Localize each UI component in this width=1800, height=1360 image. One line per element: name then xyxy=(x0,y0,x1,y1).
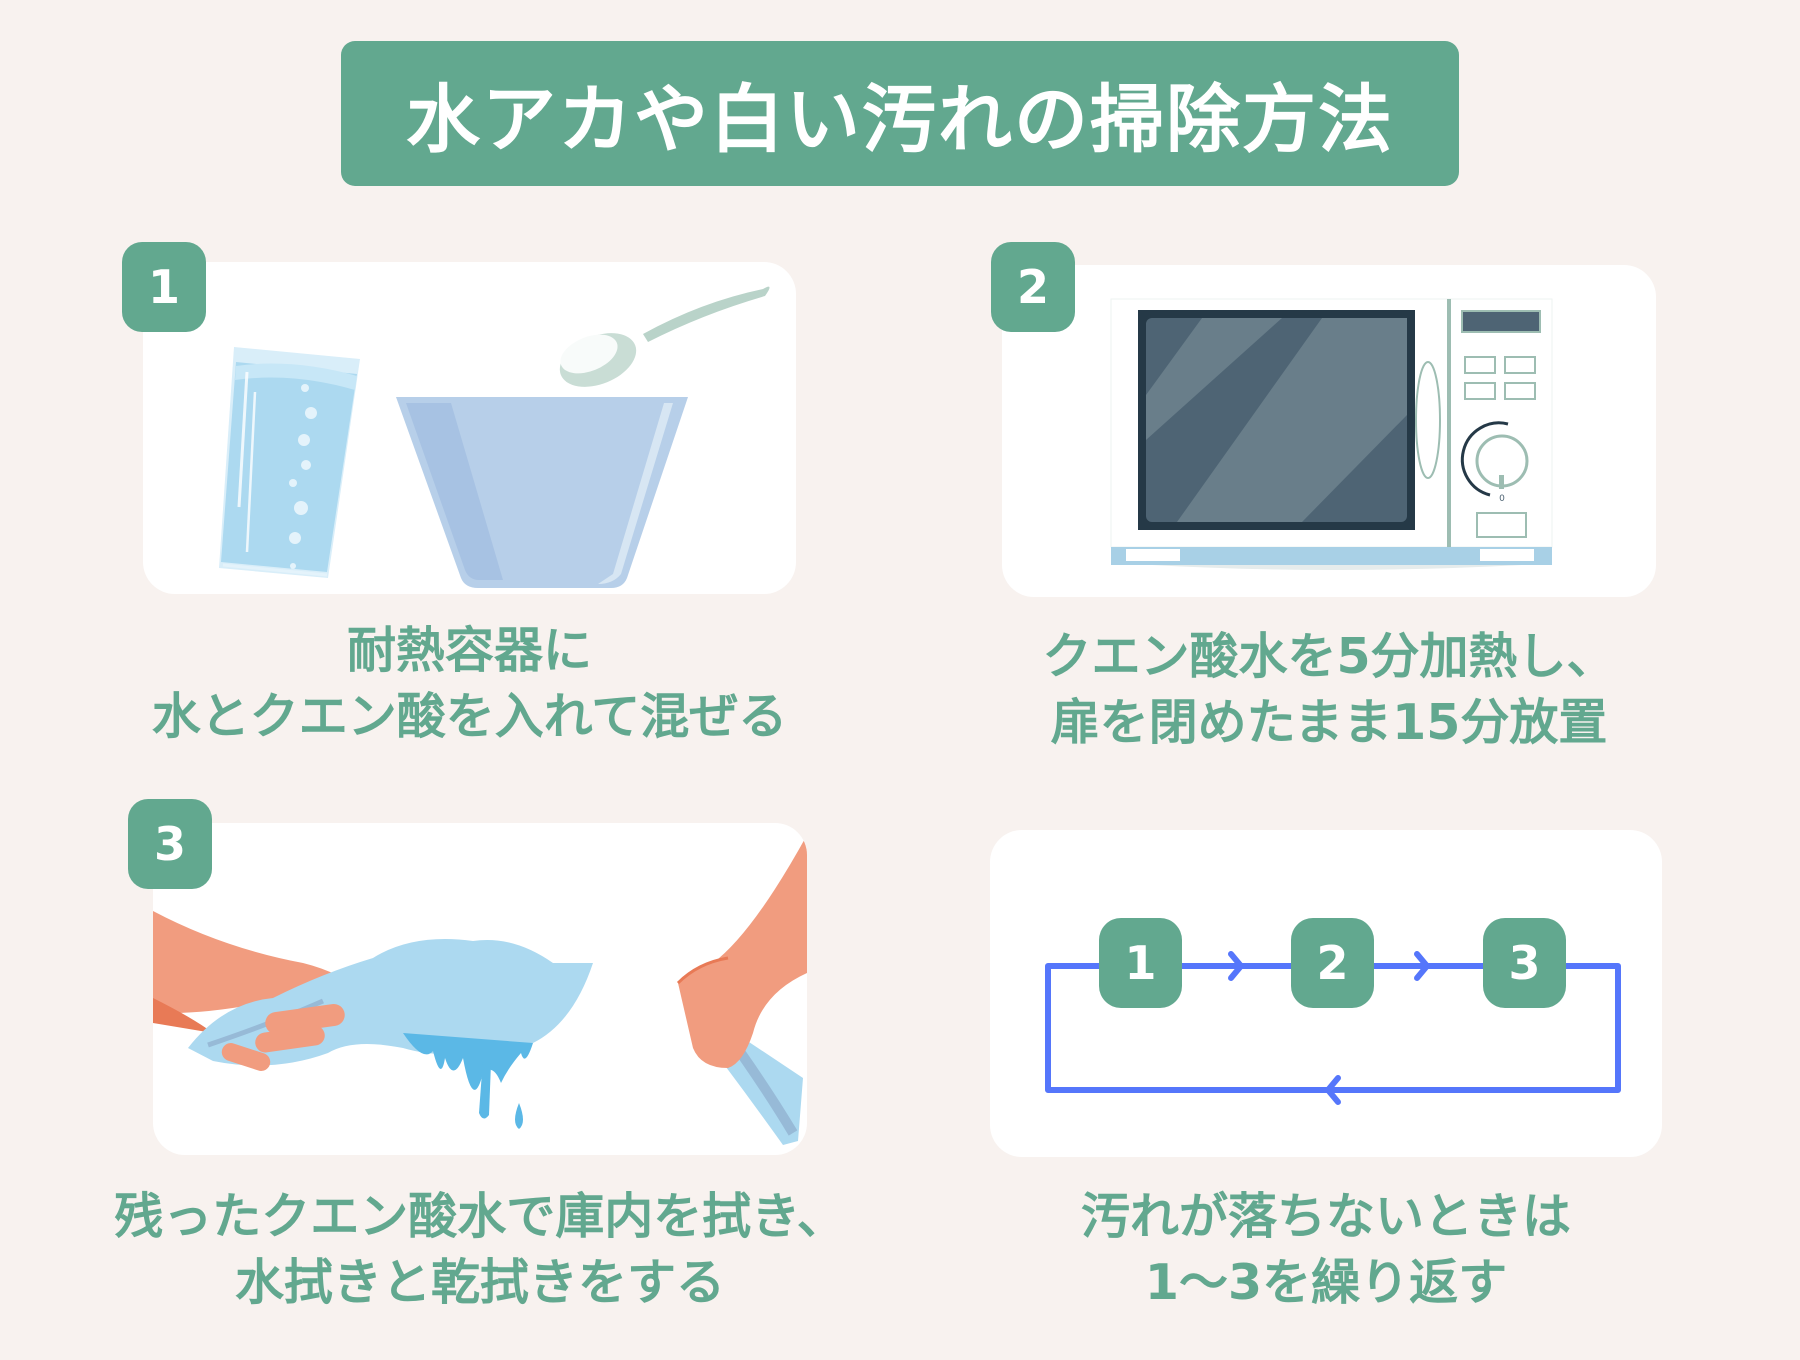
microwave-illustration: 0 xyxy=(1110,298,1553,570)
repeat-caption: 汚れが落ちないときは 1〜3を繰り返す xyxy=(990,1184,1662,1316)
step-2-number: 2 xyxy=(1016,260,1049,314)
microwave-icon: 0 xyxy=(1110,298,1553,570)
page-title: 水アカや白い汚れの掃除方法 xyxy=(406,77,1394,163)
step-1-badge: 1 xyxy=(122,242,206,332)
loop-step-3-number: 3 xyxy=(1508,936,1541,990)
step-2-caption-line-1: クエン酸水を5分加熱し、 xyxy=(1042,628,1616,685)
step-1-caption-line-2: 水とクエン酸を入れて混ぜる xyxy=(151,688,788,745)
water-drips-icon xyxy=(403,1033,533,1129)
step-1-number: 1 xyxy=(147,260,180,314)
step-3-caption-line-1: 残ったクエン酸水で庫内を拭き、 xyxy=(114,1188,846,1245)
step-3-card xyxy=(153,823,807,1155)
water-glass-icon xyxy=(219,347,360,578)
right-arm-icon xyxy=(676,835,807,1068)
glass-bowl-spoon-illustration xyxy=(219,286,770,588)
repeat-caption-line-1: 汚れが落ちないときは xyxy=(1080,1188,1571,1245)
repeat-loop-card: 1 2 3 xyxy=(990,830,1662,1157)
step-1-caption: 耐熱容器に 水とクエン酸を入れて混ぜる xyxy=(143,618,796,750)
step-2-caption: クエン酸水を5分加熱し、 扉を閉めたまま15分放置 xyxy=(1002,624,1656,756)
dial-label: 0 xyxy=(1499,494,1505,504)
loop-step-2-number: 2 xyxy=(1316,936,1349,990)
loop-step-1-badge: 1 xyxy=(1099,918,1182,1008)
step-1-caption-line-1: 耐熱容器に xyxy=(346,622,592,679)
step-2-badge: 2 xyxy=(991,242,1075,332)
spoon-icon xyxy=(559,286,770,387)
wringing-towel-illustration xyxy=(153,835,807,1145)
step-3-caption-line-2: 水拭きと乾拭きをする xyxy=(234,1254,725,1311)
step-3-badge: 3 xyxy=(128,799,212,889)
step-3-caption: 残ったクエン酸水で庫内を拭き、 水拭きと乾拭きをする xyxy=(80,1184,880,1316)
step-2-card: 0 xyxy=(1002,265,1656,597)
step-1-card xyxy=(143,262,796,594)
bowl-icon xyxy=(396,397,688,588)
title-banner: 水アカや白い汚れの掃除方法 xyxy=(341,41,1459,186)
step-3-number: 3 xyxy=(153,817,186,871)
loop-step-2-badge: 2 xyxy=(1291,918,1374,1008)
repeat-caption-line-2: 1〜3を繰り返す xyxy=(1144,1254,1508,1311)
loop-step-3-badge: 3 xyxy=(1483,918,1566,1008)
left-fingers-icon xyxy=(221,1003,345,1071)
loop-step-1-number: 1 xyxy=(1124,936,1157,990)
step-2-caption-line-2: 扉を閉めたまま15分放置 xyxy=(1050,694,1608,751)
